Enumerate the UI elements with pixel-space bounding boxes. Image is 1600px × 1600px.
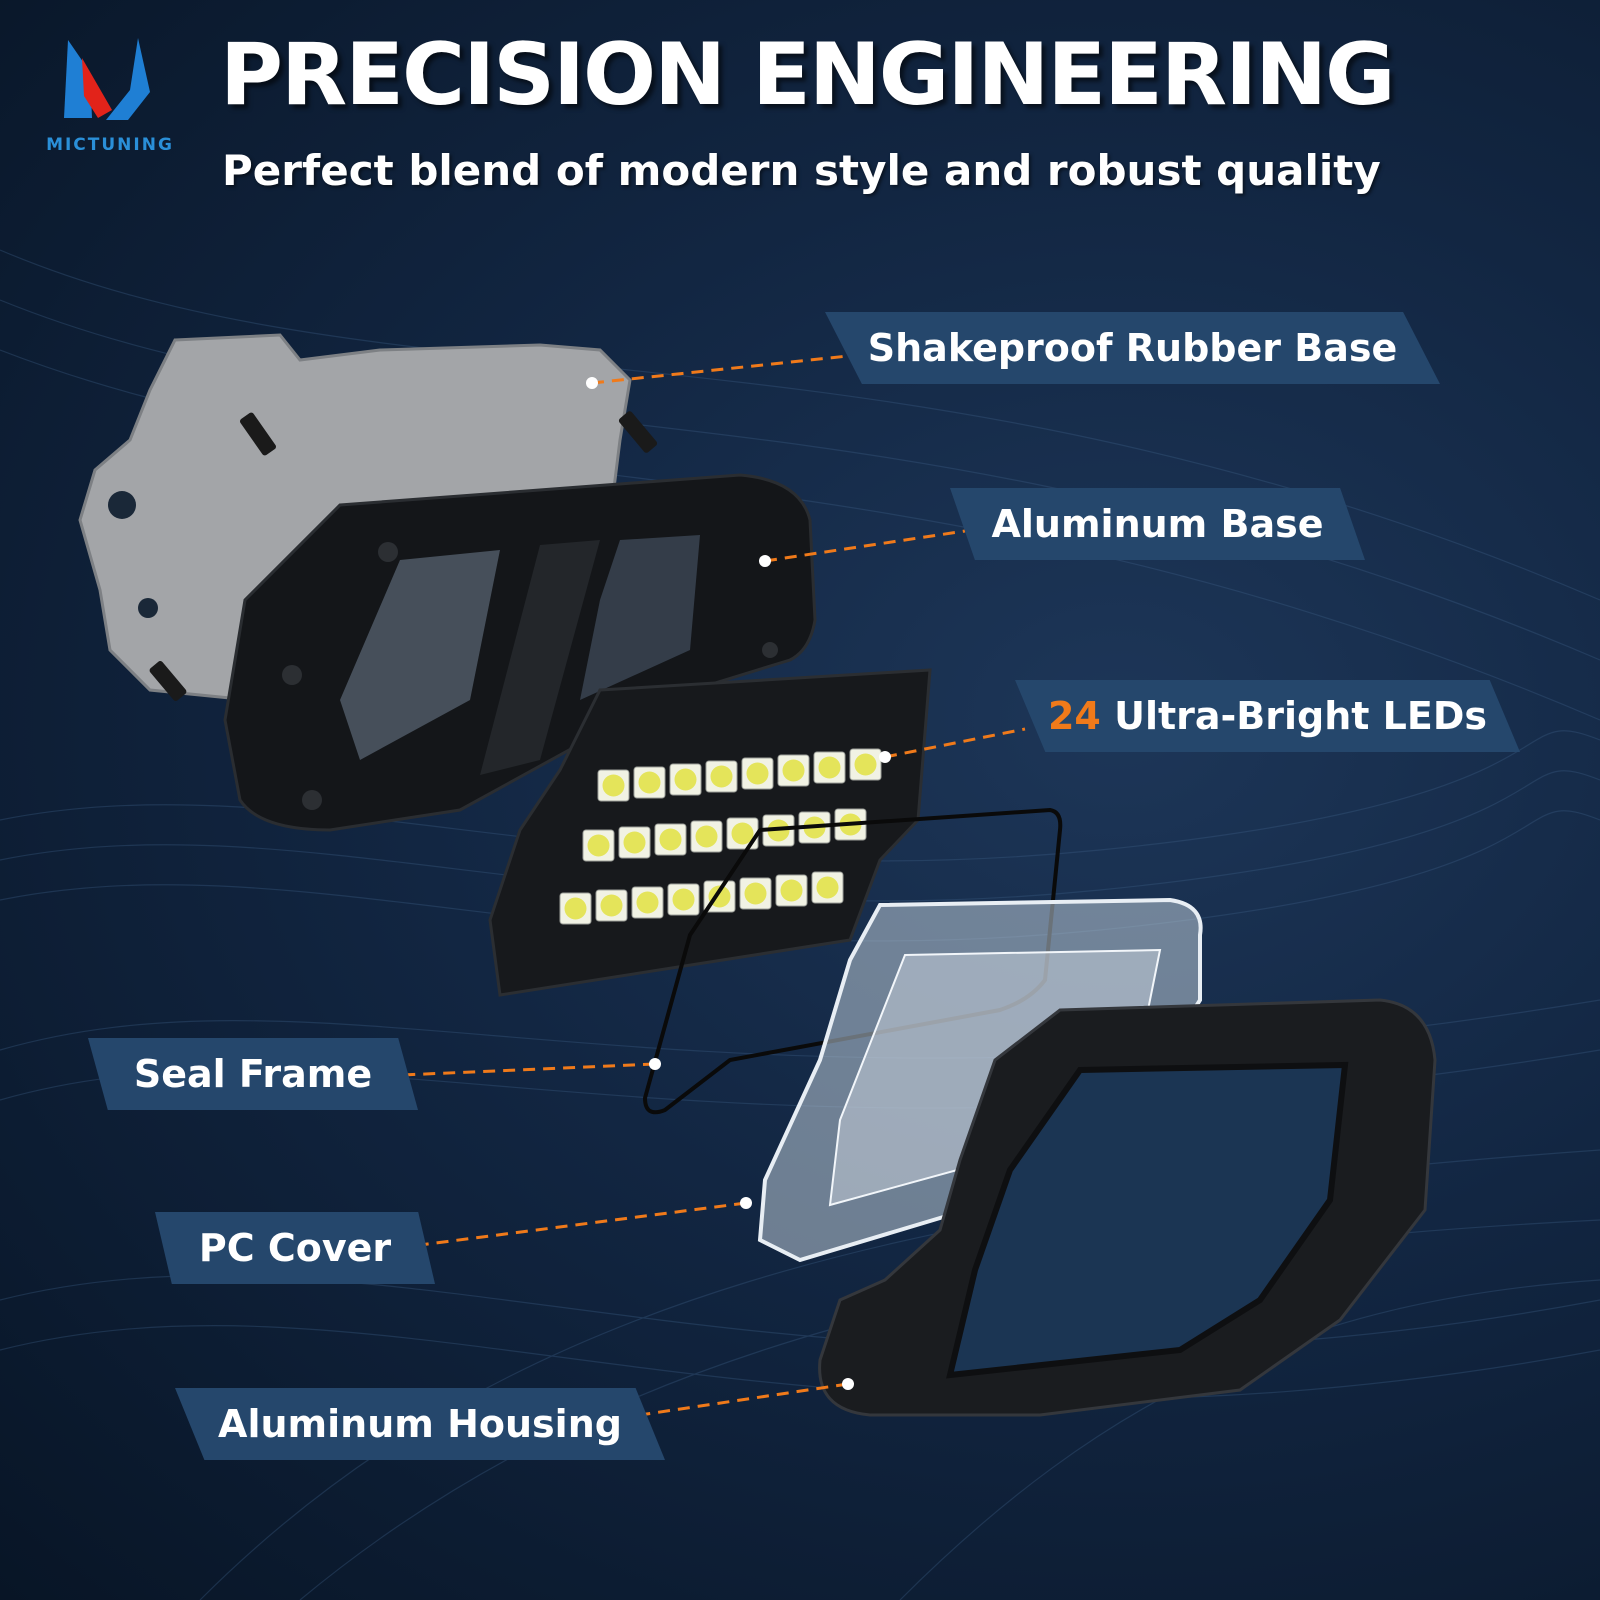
- page-subtitle: Perfect blend of modern style and robust…: [222, 146, 1381, 195]
- led-emitter: [854, 753, 877, 776]
- brand-wordmark: MICTUNING: [46, 135, 174, 155]
- callout-leader-lines: [401, 354, 1026, 1417]
- led-emitter: [780, 879, 803, 902]
- led-emitter: [695, 825, 718, 848]
- callout-leds: 24 Ultra-Bright LEDs: [1015, 680, 1520, 752]
- led-emitter: [674, 768, 697, 791]
- callout-leds-text: Ultra-Bright LEDs: [1100, 694, 1488, 738]
- logo-blue-left: [64, 40, 92, 118]
- aluminum-housing-part: [818, 998, 1437, 1417]
- callout-aluminum-base-text: Aluminum Base: [991, 502, 1324, 546]
- led-emitter: [746, 762, 769, 785]
- callout-aluminum-base: Aluminum Base: [950, 488, 1365, 560]
- callout-anchor-dots: [586, 377, 891, 1390]
- led-emitter: [659, 828, 682, 851]
- callout-rubber-base: Shakeproof Rubber Base: [825, 312, 1440, 384]
- led-emitter: [587, 834, 610, 857]
- led-emitter: [636, 891, 659, 914]
- callout-pc-cover: PC Cover: [155, 1212, 435, 1284]
- led-emitter: [816, 876, 839, 899]
- led-emitter: [638, 771, 661, 794]
- logo-blue-right: [106, 38, 150, 120]
- callout-aluminum-housing: Aluminum Housing: [175, 1388, 665, 1460]
- led-emitter: [672, 888, 695, 911]
- logo-red: [82, 58, 112, 118]
- led-emitter: [623, 831, 646, 854]
- callout-pc-cover-text: PC Cover: [198, 1226, 392, 1270]
- callout-seal-frame-text: Seal Frame: [133, 1052, 373, 1096]
- callout-leds-count: 24: [1047, 694, 1101, 738]
- aluminum-base-part: [223, 473, 817, 832]
- led-emitter: [602, 774, 625, 797]
- led-emitter: [782, 759, 805, 782]
- led-emitter: [564, 897, 587, 920]
- callout-rubber-base-text: Shakeproof Rubber Base: [867, 326, 1398, 370]
- callout-seal-frame: Seal Frame: [88, 1038, 418, 1110]
- callout-aluminum-housing-text: Aluminum Housing: [218, 1402, 622, 1446]
- page-title: PRECISION ENGINEERING: [220, 25, 1396, 125]
- led-emitter: [710, 765, 733, 788]
- led-emitter: [744, 882, 767, 905]
- led-emitter: [818, 756, 841, 779]
- led-board-part: [488, 668, 932, 997]
- led-emitter: [731, 822, 754, 845]
- mictuning-logo: [64, 38, 150, 120]
- led-emitter: [600, 894, 623, 917]
